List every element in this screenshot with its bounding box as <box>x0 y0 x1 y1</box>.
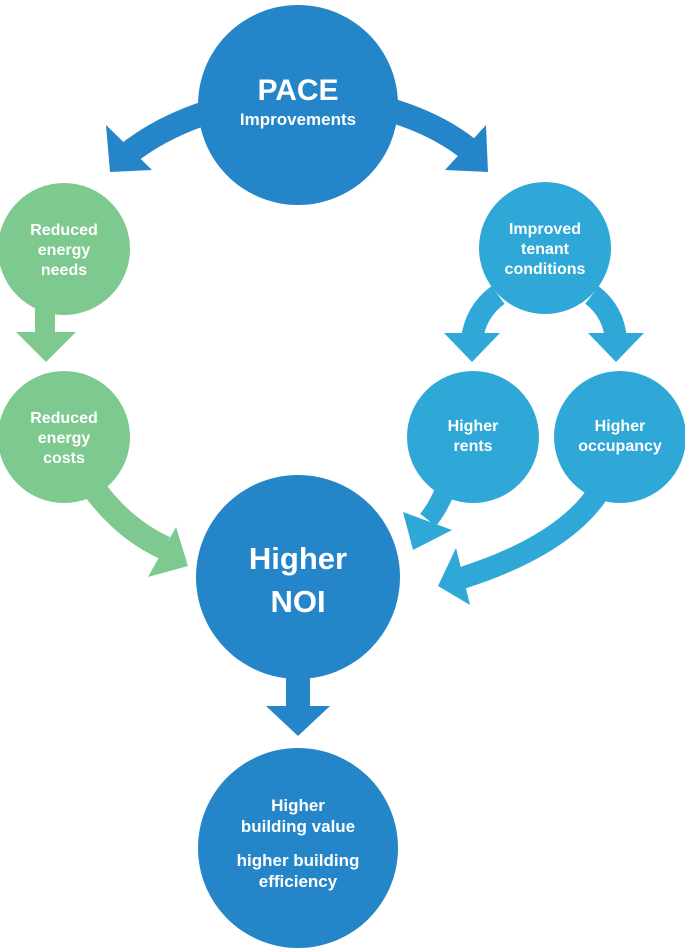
building-efficiency-line-2: efficiency <box>259 872 338 891</box>
arrow-reduced-costs-to-noi <box>85 482 188 577</box>
reduced-needs-line-3: needs <box>41 262 87 279</box>
building-value-line-2: building value <box>241 817 355 836</box>
node-pace-improvements: PACE Improvements <box>198 5 398 205</box>
reduced-needs-line-2: energy <box>38 242 91 259</box>
improved-tenant-line-3: conditions <box>505 261 586 278</box>
node-reduced-energy-needs: Reduced energy needs <box>0 183 130 315</box>
building-value-line-1: Higher <box>271 796 325 815</box>
higher-noi-line-2: NOI <box>270 584 325 619</box>
reduced-costs-line-2: energy <box>38 430 91 447</box>
higher-occupancy-line-1: Higher <box>595 418 646 435</box>
node-higher-noi: Higher NOI <box>196 475 400 679</box>
higher-occupancy-line-2: occupancy <box>578 438 662 455</box>
arrow-pace-to-reduced-needs <box>106 98 219 172</box>
reduced-costs-line-3: costs <box>43 450 85 467</box>
arrow-pace-to-improved-tenant <box>386 98 488 172</box>
pace-title: PACE <box>257 74 338 107</box>
reduced-costs-line-1: Reduced <box>30 410 98 427</box>
node-building-value: Higher building value higher building ef… <box>198 748 398 948</box>
building-efficiency-line-1: higher building <box>237 851 360 870</box>
improved-tenant-line-2: tenant <box>521 241 570 258</box>
higher-rents-line-1: Higher <box>448 418 499 435</box>
higher-noi-line-1: Higher <box>249 541 347 576</box>
node-reduced-energy-costs: Reduced energy costs <box>0 371 130 503</box>
arrow-occupancy-to-noi <box>438 483 610 605</box>
higher-rents-line-2: rents <box>453 438 492 455</box>
arrow-improved-tenant-to-rents <box>444 286 505 362</box>
node-higher-occupancy: Higher occupancy <box>554 371 685 503</box>
node-improved-tenant-conditions: Improved tenant conditions <box>479 182 611 314</box>
improved-tenant-line-1: Improved <box>509 221 581 238</box>
node-higher-rents: Higher rents <box>407 371 539 503</box>
arrow-noi-to-building-value <box>266 670 330 736</box>
arrow-improved-tenant-to-occupancy <box>584 286 644 362</box>
reduced-needs-line-1: Reduced <box>30 222 98 239</box>
pace-subtitle: Improvements <box>240 110 356 129</box>
